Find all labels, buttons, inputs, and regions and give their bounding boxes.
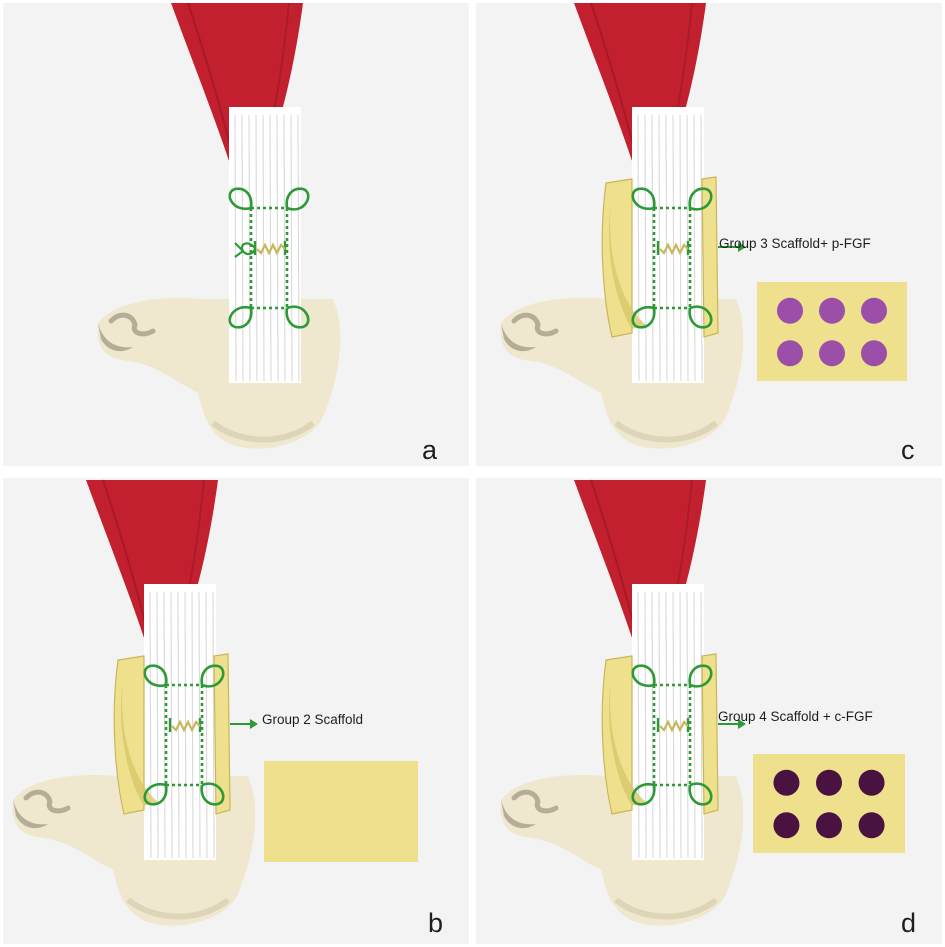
- fgf-dot: [816, 812, 842, 839]
- scaffold-wrap: [601, 653, 719, 815]
- panel-letter-c: c: [901, 435, 915, 465]
- panel-letter-b: b: [428, 908, 444, 938]
- fgf-dot: [773, 769, 800, 796]
- fgf-dot: [861, 297, 887, 324]
- panel-letter-d: d: [901, 908, 917, 938]
- suture-loops: [631, 664, 713, 806]
- scaffold-swatch-b: [264, 761, 418, 862]
- fgf-dot: [819, 297, 845, 324]
- fgf-dot: [777, 297, 803, 324]
- panel-c: Group 3 Scaffold+ p-FGF c: [476, 3, 942, 466]
- repair-stitch: [659, 719, 689, 733]
- ankle-illustration-b: [12, 479, 258, 926]
- fgf-dot: [858, 812, 885, 839]
- scaffold-wrap: [113, 653, 231, 815]
- callout-label-d: Group 4 Scaffold + c-FGF: [718, 709, 873, 724]
- scaffold-swatch-d: [753, 754, 905, 853]
- suture-loops: [228, 187, 310, 329]
- callout-label-c: Group 3 Scaffold+ p-FGF: [719, 236, 871, 251]
- callout-label-b: Group 2 Scaffold: [262, 712, 364, 727]
- fgf-dot: [773, 812, 800, 839]
- callout-arrow: [230, 719, 258, 729]
- callout-arrow: [718, 242, 746, 252]
- fgf-dot: [777, 340, 803, 367]
- repair-stitch: [256, 242, 286, 256]
- repair-stitch: [171, 719, 201, 733]
- scaffold-sheet: [264, 761, 418, 862]
- fgf-dot: [819, 340, 845, 367]
- scaffold-wrap: [601, 176, 719, 338]
- panel-a: a: [3, 3, 469, 466]
- repair-stitch: [659, 242, 689, 256]
- panel-b: Group 2 Scaffold b: [3, 478, 469, 944]
- ankle-illustration-c: [500, 3, 746, 449]
- callout-arrow: [718, 719, 746, 729]
- fgf-dot: [858, 769, 885, 796]
- ankle-illustration-d: [500, 479, 746, 926]
- scaffold-swatch-c: [757, 282, 907, 381]
- suture-loops: [143, 664, 225, 806]
- fgf-dot: [861, 340, 887, 367]
- fgf-dot: [816, 769, 842, 796]
- panel-d: Group 4 Scaffold + c-FGF d: [476, 478, 942, 944]
- panel-letter-a: a: [422, 435, 438, 465]
- calcaneus-bone: [97, 298, 341, 449]
- ankle-illustration-a: [97, 3, 341, 449]
